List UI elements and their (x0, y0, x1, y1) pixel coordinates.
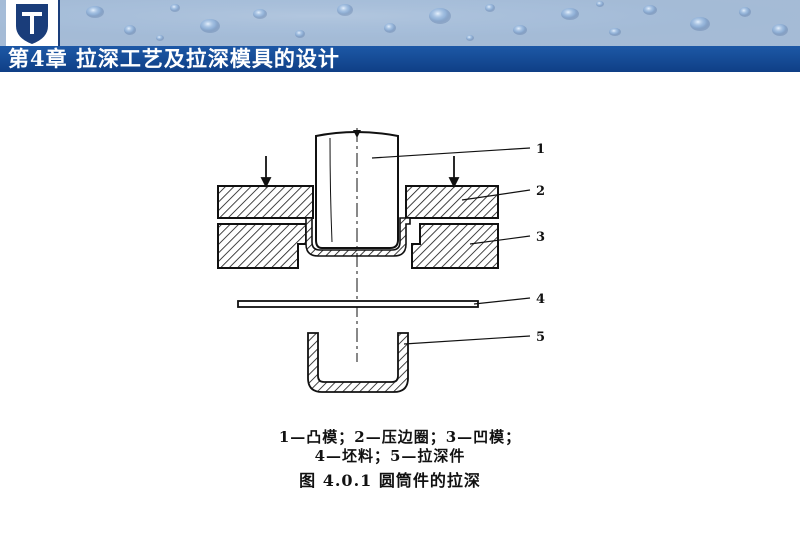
part-number-4: 4 (536, 292, 545, 307)
part-number-2: 2 (536, 184, 545, 199)
chapter-title: 第4章 拉深工艺及拉深模具的设计 (8, 46, 340, 71)
slide-header: 第4章 拉深工艺及拉深模具的设计 (0, 0, 800, 72)
center-mark-icon (353, 130, 361, 138)
part-number-3: 3 (536, 230, 545, 245)
figure-legend-line-2: 4—坯料；5—拉深件 (314, 447, 466, 465)
deep-drawing-diagram: 1 2 3 4 5 (217, 128, 545, 393)
water-droplets-background (0, 0, 800, 46)
title-bar (0, 46, 800, 72)
leader-lines (371, 147, 531, 345)
force-arrows (260, 156, 460, 189)
blank-sheet (237, 300, 479, 308)
drawn-cup-in-die (305, 217, 411, 257)
drawn-part (307, 332, 409, 393)
part-number-1: 1 (536, 142, 545, 157)
part-number-5: 5 (536, 330, 545, 345)
figure-legend-line-1: 1—凸模；2—压边圈；3—凹模； (278, 428, 522, 446)
figure-caption: 图 4.0.1 圆筒件的拉深 (299, 471, 481, 490)
die (217, 223, 499, 269)
shield-logo-icon (16, 4, 48, 44)
university-logo (6, 0, 60, 46)
blank-holder (217, 185, 499, 219)
